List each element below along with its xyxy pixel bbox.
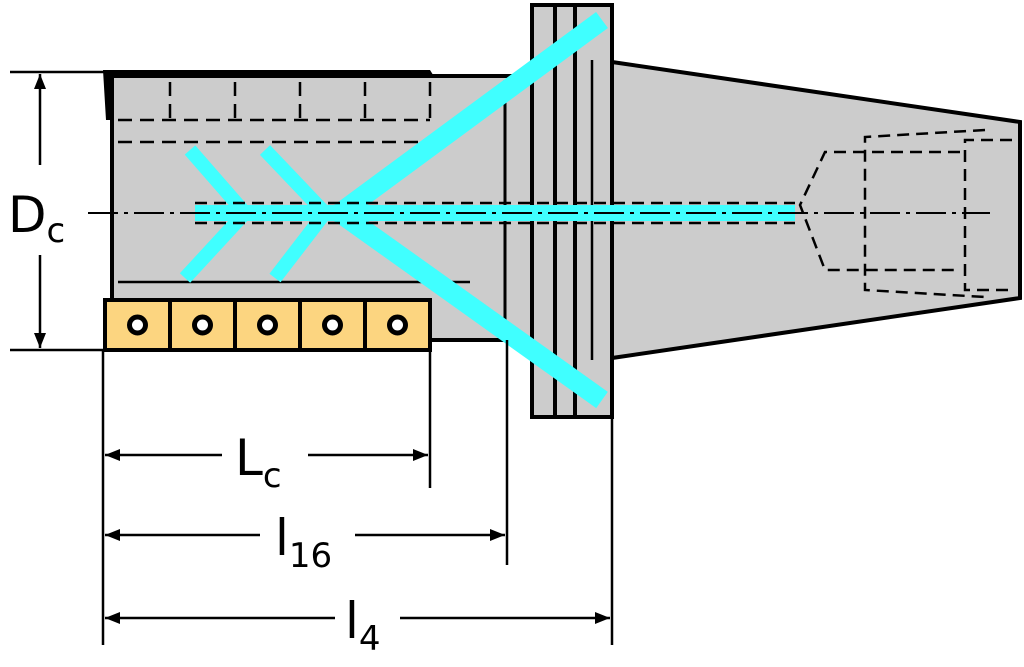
dimension-lines bbox=[10, 70, 614, 645]
dim-label-l16: l16 bbox=[275, 509, 332, 576]
body-hidden-lines bbox=[118, 82, 432, 144]
dim-label-dc: Dc bbox=[8, 186, 65, 251]
coolant-hidden-edges bbox=[195, 201, 795, 225]
insert-screw-icon bbox=[257, 314, 278, 336]
dim-label-l4: l4 bbox=[345, 592, 381, 659]
insert-screw-icon bbox=[387, 314, 408, 336]
body-top-edge bbox=[103, 70, 435, 120]
shank-hidden-lines bbox=[798, 128, 1012, 299]
insert-screw-icon bbox=[322, 314, 343, 336]
insert-screw-icon bbox=[192, 314, 213, 336]
inserts bbox=[103, 298, 432, 352]
dim-label-lc: Lc bbox=[235, 429, 282, 496]
insert-screw-icon bbox=[127, 314, 148, 336]
